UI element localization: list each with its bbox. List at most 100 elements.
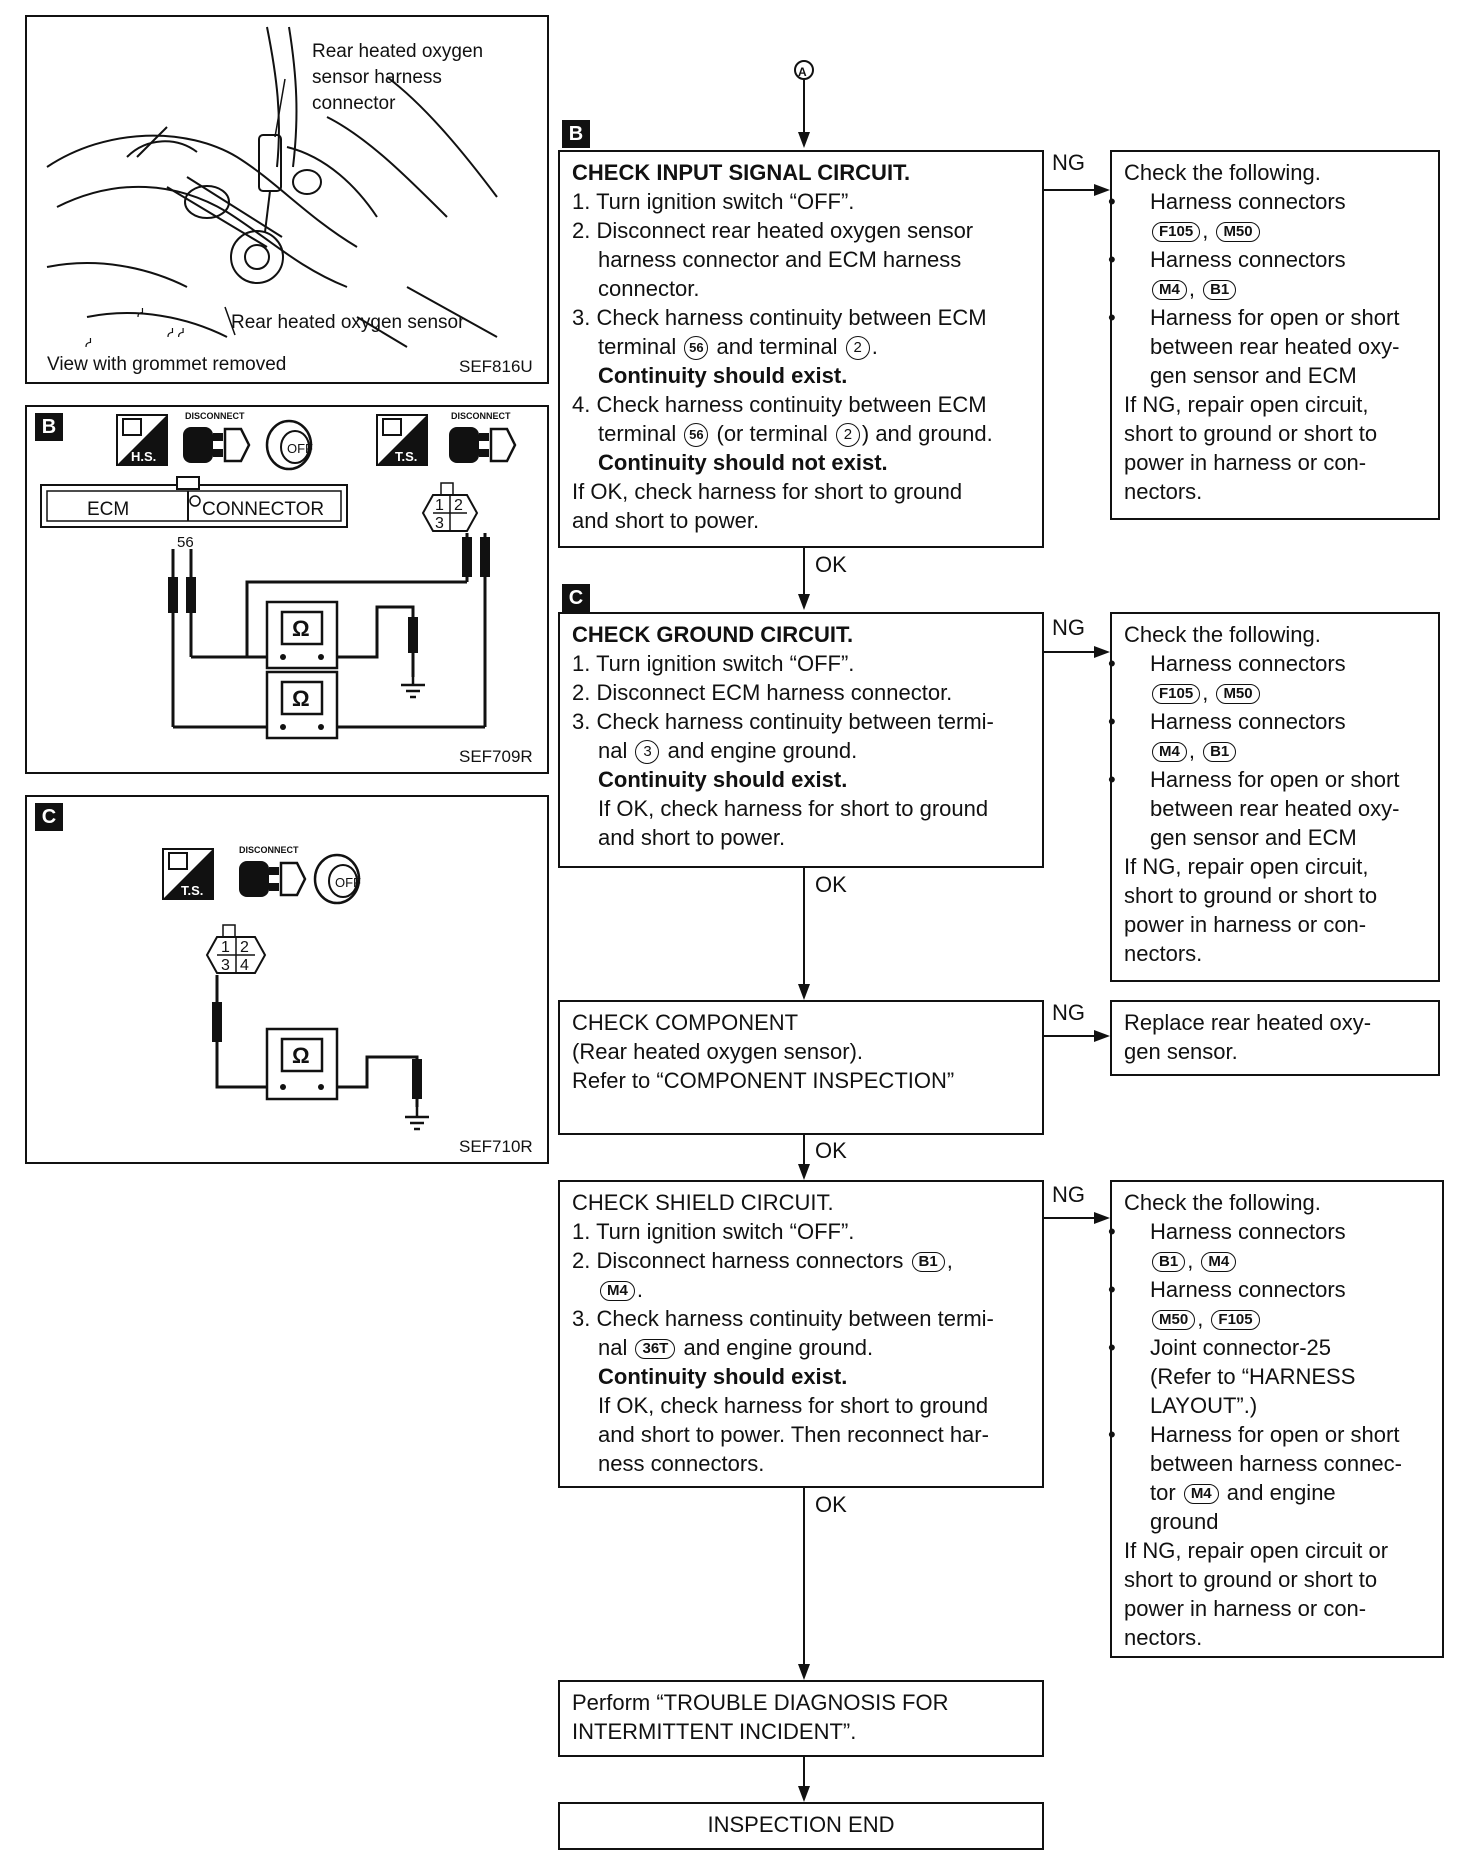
svg-text:Ω: Ω xyxy=(292,1043,310,1068)
ohmmeter-icon: Ω xyxy=(265,1027,339,1101)
figure-code: SEF816U xyxy=(459,357,533,376)
check-item: Joint connector-25 xyxy=(1108,1333,1430,1362)
svg-text:Ω: Ω xyxy=(292,686,310,711)
instruction-line: If OK, check harness for short to ground xyxy=(572,479,963,504)
expected-result: Continuity should exist. xyxy=(598,767,848,792)
check-item: gen sensor and ECM xyxy=(1150,363,1357,388)
instruction-line: 3. Check harness continuity between term… xyxy=(572,709,994,734)
svg-text:ᓱ: ᓱ xyxy=(137,306,144,320)
input-signal-ng-box: Check the following. Harness connectors … xyxy=(1108,150,1440,520)
figure-code: SEF709R xyxy=(459,747,533,766)
svg-text:1: 1 xyxy=(435,497,444,514)
repair-note: If NG, repair open circuit, xyxy=(1124,854,1369,879)
ecm-connector: ECM CONNECTOR 56 xyxy=(40,476,348,551)
instruction-line: 1. Turn ignition switch “OFF”. xyxy=(572,651,855,676)
label-view-note: View with grommet removed xyxy=(47,354,287,375)
step-marker-c: C xyxy=(562,584,590,612)
check-shield-circuit-box: CHECK SHIELD CIRCUIT. 1. Turn ignition s… xyxy=(558,1180,1044,1488)
step-title: CHECK SHIELD CIRCUIT. xyxy=(572,1190,834,1215)
step-marker-b: B xyxy=(35,413,63,441)
check-item: Harness connectors xyxy=(1108,649,1426,678)
ohmmeter-icon: Ω xyxy=(265,670,339,740)
step-title: CHECK INPUT SIGNAL CIRCUIT. xyxy=(572,160,911,185)
svg-text:2: 2 xyxy=(454,497,463,514)
repair-note: short to ground or short to xyxy=(1124,421,1378,446)
expected-result: Continuity should exist. xyxy=(598,1364,848,1389)
connector-list: M4, B1 xyxy=(1124,736,1426,765)
repair-note: short to ground or short to xyxy=(1124,883,1378,908)
check-item: Harness connectors xyxy=(1108,707,1426,736)
check-item: between rear heated oxy- xyxy=(1150,334,1400,359)
instruction-line: M4. xyxy=(572,1275,1030,1304)
svg-text:ᓱ: ᓱ xyxy=(85,336,92,350)
connector-list: F105, M50 xyxy=(1124,216,1426,245)
terminal-badge: 56 xyxy=(684,336,709,361)
ng-title: Check the following. xyxy=(1124,622,1321,647)
ng-title: Check the following. xyxy=(1124,160,1321,185)
svg-text:DISCONNECT: DISCONNECT xyxy=(185,411,245,421)
end-label: INSPECTION END xyxy=(707,1812,895,1837)
connector-list: B1, M4 xyxy=(1124,1246,1430,1275)
svg-text:DISCONNECT: DISCONNECT xyxy=(239,845,299,855)
ok-label: OK xyxy=(815,872,847,897)
repair-note: nectors. xyxy=(1124,1625,1203,1650)
ng-title: Check the following. xyxy=(1124,1190,1321,1215)
inspection-end-box: INSPECTION END xyxy=(558,1802,1044,1850)
hs-icon: H.S. xyxy=(116,414,168,466)
instruction-line: terminal 56 and terminal 2. xyxy=(598,334,878,361)
check-item: tor M4 and engine xyxy=(1150,1480,1336,1505)
check-item: Harness connectors xyxy=(1108,1217,1430,1246)
ts-icon: T.S. xyxy=(376,414,428,466)
step-marker-b: B xyxy=(562,120,590,148)
instruction-line: 4. Check harness continuity between ECM xyxy=(572,392,987,417)
sensor-connector: 1 2 3 4 xyxy=(205,924,267,974)
connector-list: M50, F105 xyxy=(1124,1304,1430,1333)
ng-label: NG xyxy=(1052,615,1085,640)
intermittent-incident-box: Perform “TROUBLE DIAGNOSIS FOR INTERMITT… xyxy=(558,1680,1044,1757)
check-item: (Refer to “HARNESS xyxy=(1150,1364,1356,1389)
figure-sef816u: ᓱ ᓱ ᓱ ᓱ Rear heated oxygen sensor harnes… xyxy=(25,15,549,384)
instruction-line: ness connectors. xyxy=(598,1451,765,1476)
ng-label: NG xyxy=(1052,150,1085,175)
svg-text:2: 2 xyxy=(240,939,249,956)
ng-label: NG xyxy=(1052,1000,1085,1025)
label-harness-connector: Rear heated oxygen sensor harness connec… xyxy=(312,41,484,114)
svg-text:3: 3 xyxy=(221,957,230,974)
ignition-off-icon: OFF xyxy=(313,853,361,905)
figure-code: SEF710R xyxy=(459,1137,533,1156)
instruction-line: 2. Disconnect rear heated oxygen sensor xyxy=(572,218,974,243)
ohmmeter-icon: Ω xyxy=(265,600,339,670)
expected-result: Continuity should not exist. xyxy=(598,450,888,475)
instruction-line: connector. xyxy=(598,276,700,301)
instruction-line: 2. Disconnect harness connectors B1, xyxy=(572,1248,953,1273)
check-item: between harness connec- xyxy=(1150,1451,1402,1476)
instruction-line: 3. Check harness continuity between ECM xyxy=(572,305,987,330)
ok-label: OK xyxy=(815,1138,847,1163)
svg-text:A: A xyxy=(798,65,807,79)
svg-text:56: 56 xyxy=(177,534,194,551)
instruction-line: nal 3 and engine ground. xyxy=(598,738,858,765)
disconnect-icon: DISCONNECT xyxy=(239,845,307,897)
instruction-line: 2. Disconnect ECM harness connector. xyxy=(572,680,953,705)
disconnect-icon: DISCONNECT xyxy=(183,411,251,463)
terminal-badge: 56 xyxy=(684,423,709,448)
svg-text:OFF: OFF xyxy=(335,875,361,890)
input-signal-wiring-diagram: H.S. DISCONNECT OFF T.S. DISCONNECT xyxy=(40,411,517,740)
check-component-box: CHECK COMPONENT (Rear heated oxygen sens… xyxy=(558,1000,1044,1135)
figure-sef709r: B H.S. DISCONNECT OFF T.S. xyxy=(25,405,549,774)
repair-note: If NG, repair open circuit or xyxy=(1124,1538,1389,1563)
instruction-line: 1. Turn ignition switch “OFF”. xyxy=(572,1219,855,1244)
svg-text:3: 3 xyxy=(435,515,444,532)
check-item: Harness for open or short xyxy=(1108,303,1426,332)
svg-text:CONNECTOR: CONNECTOR xyxy=(202,499,324,520)
instruction-line: (Rear heated oxygen sensor). xyxy=(572,1039,864,1064)
repair-note: short to ground or short to xyxy=(1124,1567,1378,1592)
ok-label: OK xyxy=(815,1492,847,1517)
terminal-badge: 3 xyxy=(635,740,660,765)
instruction-line: INTERMITTENT INCIDENT”. xyxy=(572,1719,857,1744)
step-marker-c: C xyxy=(35,803,63,831)
check-item: Harness connectors xyxy=(1108,187,1426,216)
ground-circuit-ng-box: Check the following. Harness connectors … xyxy=(1108,612,1440,982)
svg-text:T.S.: T.S. xyxy=(395,449,417,464)
sensor-location-drawing: ᓱ ᓱ ᓱ ᓱ xyxy=(46,26,498,350)
